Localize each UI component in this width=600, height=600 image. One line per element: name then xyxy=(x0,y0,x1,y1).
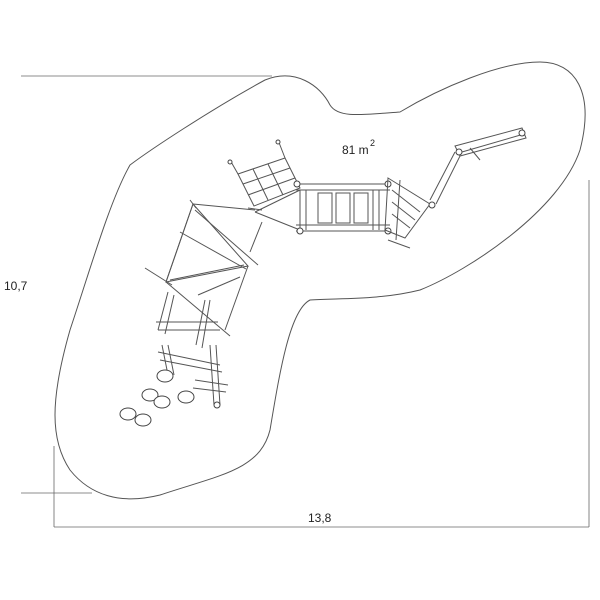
safety-zone-outline xyxy=(54,61,586,500)
height-dimension: 10,7 xyxy=(4,279,28,293)
dimension-lines xyxy=(21,75,590,528)
area-exponent: 2 xyxy=(370,138,375,148)
area-label: 81 m xyxy=(342,143,369,157)
log-ladder xyxy=(156,291,229,409)
bridge-platform xyxy=(247,180,392,253)
slide-ramp xyxy=(429,127,527,205)
stepping-stones xyxy=(119,369,195,427)
right-platform xyxy=(384,177,436,249)
climbing-grid-panel xyxy=(227,139,301,207)
width-dimension: 13,8 xyxy=(308,511,332,525)
climbing-net-frame xyxy=(144,199,259,337)
